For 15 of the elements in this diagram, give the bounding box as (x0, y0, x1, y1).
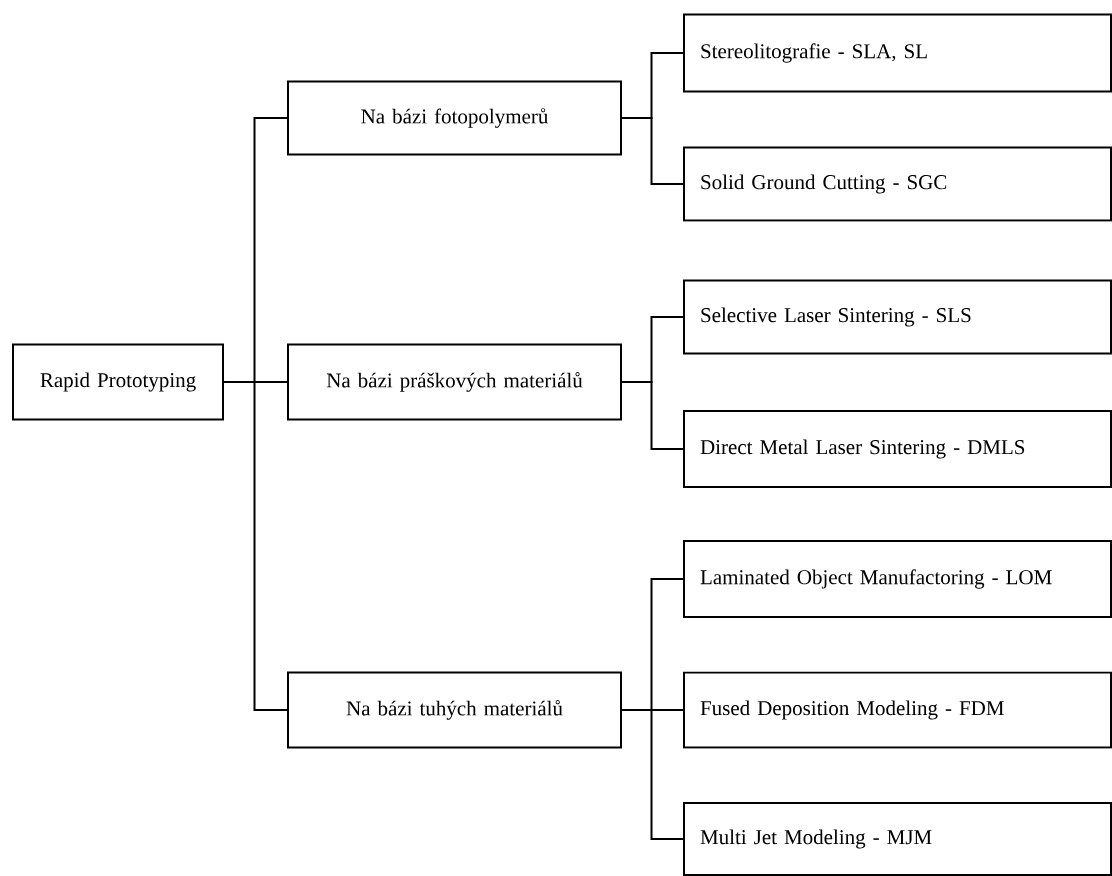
connector (621, 381, 684, 450)
connector (621, 117, 684, 185)
method-box: Stereolitografie - SLA, SL (683, 13, 1112, 93)
category-box: Na bázi tuhých materiálů (287, 671, 622, 749)
category-box: Na bázi fotopolymerů (287, 80, 622, 156)
method-box: Multi Jet Modeling - MJM (683, 802, 1112, 876)
method-box: Solid Ground Cutting - SGC (683, 146, 1112, 222)
connector (223, 381, 288, 711)
category-box: Na bázi práškových materiálů (287, 343, 622, 421)
root-box: Rapid Prototyping (12, 343, 224, 421)
method-box: Laminated Object Manufactoring - LOM (683, 540, 1112, 618)
method-box: Direct Metal Laser Sintering - DMLS (683, 410, 1112, 488)
connector (621, 709, 684, 840)
method-box: Selective Laser Sintering - SLS (683, 279, 1112, 355)
method-box: Fused Deposition Modeling - FDM (683, 671, 1112, 749)
